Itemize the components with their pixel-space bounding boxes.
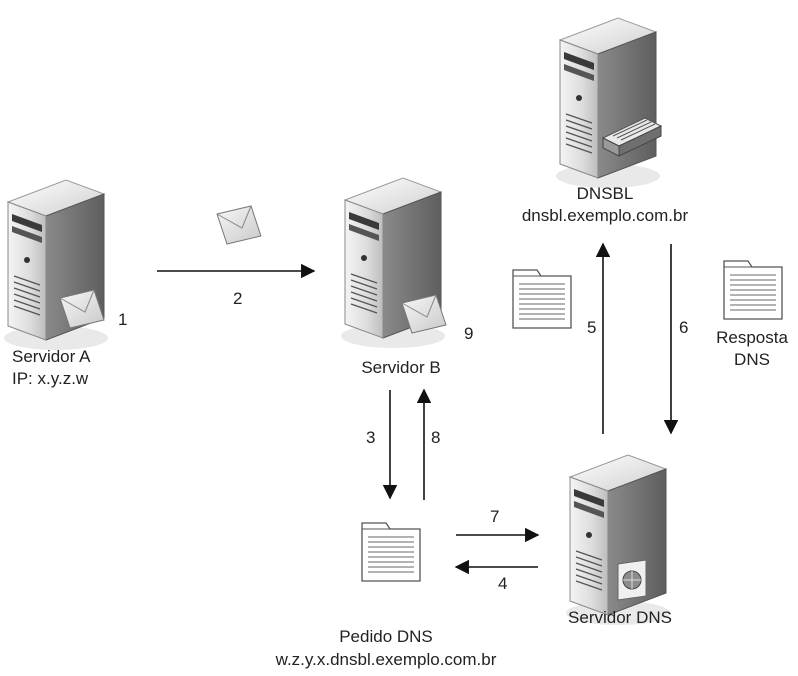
- dns-request-document-icon: [361, 522, 421, 582]
- step-7-label: 7: [490, 507, 500, 526]
- server-a-ip: IP: x.y.z.w: [12, 369, 89, 388]
- step-8-label: 8: [431, 428, 441, 447]
- step-3-label: 3: [366, 428, 376, 447]
- dns-response-line1: Resposta: [716, 328, 788, 347]
- dnsbl-server-icon: [555, 17, 661, 189]
- server-a-name: Servidor A: [12, 347, 91, 366]
- email-envelope-icon: [216, 205, 262, 245]
- dns-globe-icon: [617, 559, 647, 601]
- step-2-label: 2: [233, 289, 243, 308]
- step-9-label: 9: [464, 324, 474, 343]
- step-1-label: 1: [118, 310, 128, 329]
- dns-response-line2: DNS: [734, 350, 770, 369]
- step-5-label: 5: [587, 318, 597, 337]
- dns-server-name: Servidor DNS: [568, 608, 672, 627]
- dnsbl-query-document-icon: [512, 269, 572, 329]
- server-a-icon: [3, 179, 109, 351]
- dnsbl-tray-icon: [601, 117, 663, 157]
- step-4-label: 4: [498, 574, 508, 593]
- arrows: [157, 242, 679, 575]
- dnsbl-name: DNSBL: [576, 184, 634, 203]
- dns-request-title: Pedido DNS: [339, 627, 433, 646]
- step-6-label: 6: [679, 318, 689, 337]
- server-b-name: Servidor B: [361, 358, 441, 377]
- dnsbl-host: dnsbl.exemplo.com.br: [521, 206, 689, 225]
- dns-request-query: w.z.y.x.dnsbl.exemplo.com.br: [275, 650, 497, 669]
- dns-response-document-icon: [723, 260, 783, 320]
